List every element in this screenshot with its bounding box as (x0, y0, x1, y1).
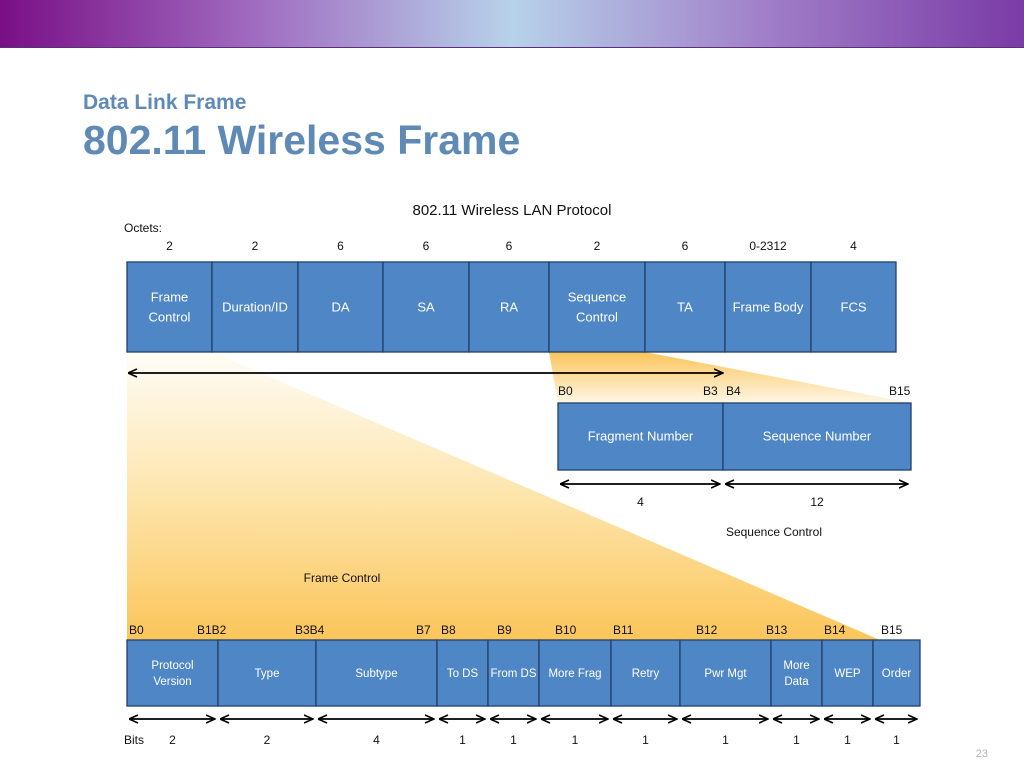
octets-frame-control: 2 (166, 239, 173, 253)
fc-bit-label: B7 (416, 623, 431, 637)
field-sa (382, 261, 470, 353)
fc-field-retry (610, 639, 681, 707)
octets-da: 6 (337, 239, 344, 253)
fc-field-subtype (315, 639, 438, 707)
seq-field-fragment-number (557, 402, 724, 471)
field-frame-control (126, 261, 213, 353)
fc-bits-more-data: 1 (793, 733, 800, 747)
fc-field-label-order: Order (882, 668, 912, 680)
seq-field-sequence-number (722, 402, 912, 471)
fc-bits-subtype: 4 (373, 733, 380, 747)
sequence-control-wedge (549, 352, 911, 403)
octets-sequence-control: 2 (594, 239, 601, 253)
octets-duration-id: 2 (252, 239, 259, 253)
frame-control-wedge (127, 352, 880, 640)
sequence-control-fields: Fragment Number 4 Sequence Number 12 B0 B3 B4 B… (557, 384, 912, 509)
field-label-frame-body: Frame Body (733, 300, 804, 315)
seq-bit-label: B0 (558, 384, 573, 398)
fc-bit-label: B10 (555, 623, 577, 637)
fc-field-label-subtype: Subtype (355, 668, 397, 680)
fc-field-label-pwr-mgt: Pwr Mgt (704, 668, 747, 680)
fc-field-order (872, 639, 921, 707)
fc-bit-label: B1B2 (197, 623, 227, 637)
seq-bits-sequence-number: 12 (810, 495, 824, 509)
field-label-da: DA (331, 300, 349, 315)
fc-field-from-ds (487, 639, 540, 707)
fc-field-more-data (770, 639, 823, 707)
fc-field-type (217, 639, 317, 707)
seq-field-label-sequence-number: Sequence Number (763, 429, 872, 444)
fc-field-label-wep: WEP (834, 668, 861, 680)
fc-bit-label: B12 (696, 623, 718, 637)
fc-bit-label: B9 (497, 623, 512, 637)
fc-bits-more-frag: 1 (572, 733, 579, 747)
octets-fcs: 4 (850, 239, 857, 253)
fc-bit-label: B3B4 (295, 623, 325, 637)
seq-bit-label: B4 (726, 384, 741, 398)
fc-field-label-from-ds: From DS (491, 668, 537, 680)
sequence-control-title: Sequence Control (726, 525, 822, 539)
octets-sa: 6 (423, 239, 430, 253)
fc-bit-label: B8 (441, 623, 456, 637)
seq-bit-label: B3 (703, 384, 718, 398)
fc-field-protocol-version (126, 639, 219, 707)
slide-subtitle: Data Link Frame (83, 91, 247, 114)
fc-bits-wep: 1 (844, 733, 851, 747)
diagram-heading: 802.11 Wireless LAN Protocol (413, 202, 612, 219)
field-frame-body (724, 261, 812, 353)
fc-bits-pwr-mgt: 1 (722, 733, 729, 747)
fc-field-label-retry: Retry (632, 668, 660, 680)
seq-bits-fragment-number: 4 (637, 495, 644, 509)
fc-field-label-more-frag: More Frag (548, 668, 601, 680)
octets-frame-body: 0-2312 (749, 239, 787, 253)
fc-bits-type: 2 (264, 733, 271, 747)
octets-ta: 6 (682, 239, 689, 253)
slide-title: 802.11 Wireless Frame (83, 117, 521, 163)
field-label-sa: SA (417, 300, 435, 315)
frame-control-title: Frame Control (304, 571, 381, 585)
fc-bits-to-ds: 1 (459, 733, 466, 747)
seq-bit-label: B15 (889, 384, 911, 398)
field-label-duration-id: Duration/ID (222, 300, 288, 315)
field-label-ra: RA (500, 300, 518, 315)
bits-label: Bits (124, 733, 144, 747)
fc-bits-protocol-version: 2 (169, 733, 176, 747)
fc-bits-retry: 1 (642, 733, 649, 747)
fc-bit-label: B0 (129, 623, 144, 637)
octets-ra: 6 (506, 239, 513, 253)
octets-label: Octets: (124, 221, 162, 235)
fc-field-label-to-ds: To DS (447, 668, 479, 680)
fc-field-label-type: Type (255, 668, 280, 680)
field-label-fcs: FCS (841, 300, 867, 315)
fc-bits-order: 1 (893, 733, 900, 747)
seq-field-label-fragment-number: Fragment Number (588, 429, 694, 444)
fc-bit-label: B14 (824, 623, 846, 637)
field-sequence-control (548, 261, 646, 353)
fc-bit-label: B15 (881, 623, 903, 637)
fc-bits-from-ds: 1 (510, 733, 517, 747)
page-number: 23 (975, 748, 988, 760)
fc-bit-label: B13 (766, 623, 788, 637)
fc-bit-label: B11 (613, 623, 634, 637)
field-fcs (810, 261, 897, 353)
field-ta (644, 261, 726, 353)
fc-field-wep (821, 639, 874, 707)
header-band (0, 0, 1024, 48)
field-label-ta: TA (677, 300, 693, 315)
